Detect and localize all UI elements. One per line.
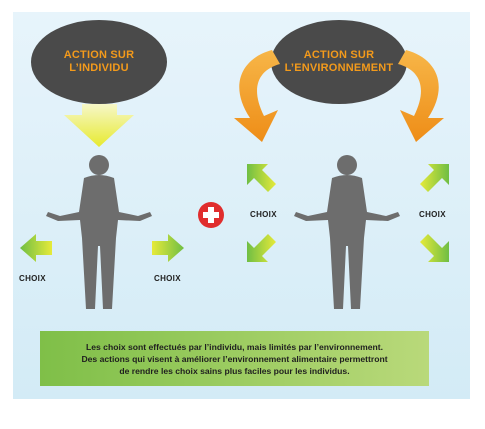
environment-label-line2: L’ENVIRONNEMENT (284, 62, 394, 74)
diagonal-arrow-lower-left-icon (247, 234, 276, 262)
environment-label-line1: ACTION SUR (303, 49, 375, 61)
curved-arrow-right-icon (398, 50, 444, 142)
environment-action-label: ACTION SUR L’ENVIRONNEMENT (282, 49, 396, 75)
caption-line3: de rendre les choix sains plus faciles p… (119, 365, 350, 376)
choice-label-right: CHOIX (154, 274, 181, 283)
person-figure-left (46, 155, 152, 309)
individual-label-line1: ACTION SUR (63, 49, 135, 61)
individual-action-label: ACTION SUR L’INDIVIDU (49, 49, 149, 75)
diagonal-arrow-upper-right-icon (420, 164, 449, 192)
diagonal-arrow-lower-right-icon (420, 234, 449, 262)
down-arrow-icon (64, 104, 134, 147)
choice-arrow-right-icon (152, 234, 184, 262)
person-figure-right (294, 155, 400, 309)
caption-box: Les choix sont effectués par l’individu,… (40, 331, 429, 386)
plus-vertical (208, 207, 214, 223)
env-choice-label-left: CHOIX (250, 210, 277, 219)
choice-label-left: CHOIX (19, 274, 46, 283)
caption-line2: Des actions qui visent à améliorer l’env… (81, 353, 388, 364)
environment-action-ellipse (271, 20, 407, 104)
individual-label-line2: L’INDIVIDU (69, 62, 129, 74)
env-choice-label-right: CHOIX (419, 210, 446, 219)
curved-arrow-left-icon (234, 50, 280, 142)
caption-line1: Les choix sont effectués par l’individu,… (85, 341, 384, 352)
individual-action-ellipse (31, 20, 167, 104)
choice-arrow-left-icon (20, 234, 52, 262)
diagonal-arrow-upper-left-icon (247, 164, 276, 192)
